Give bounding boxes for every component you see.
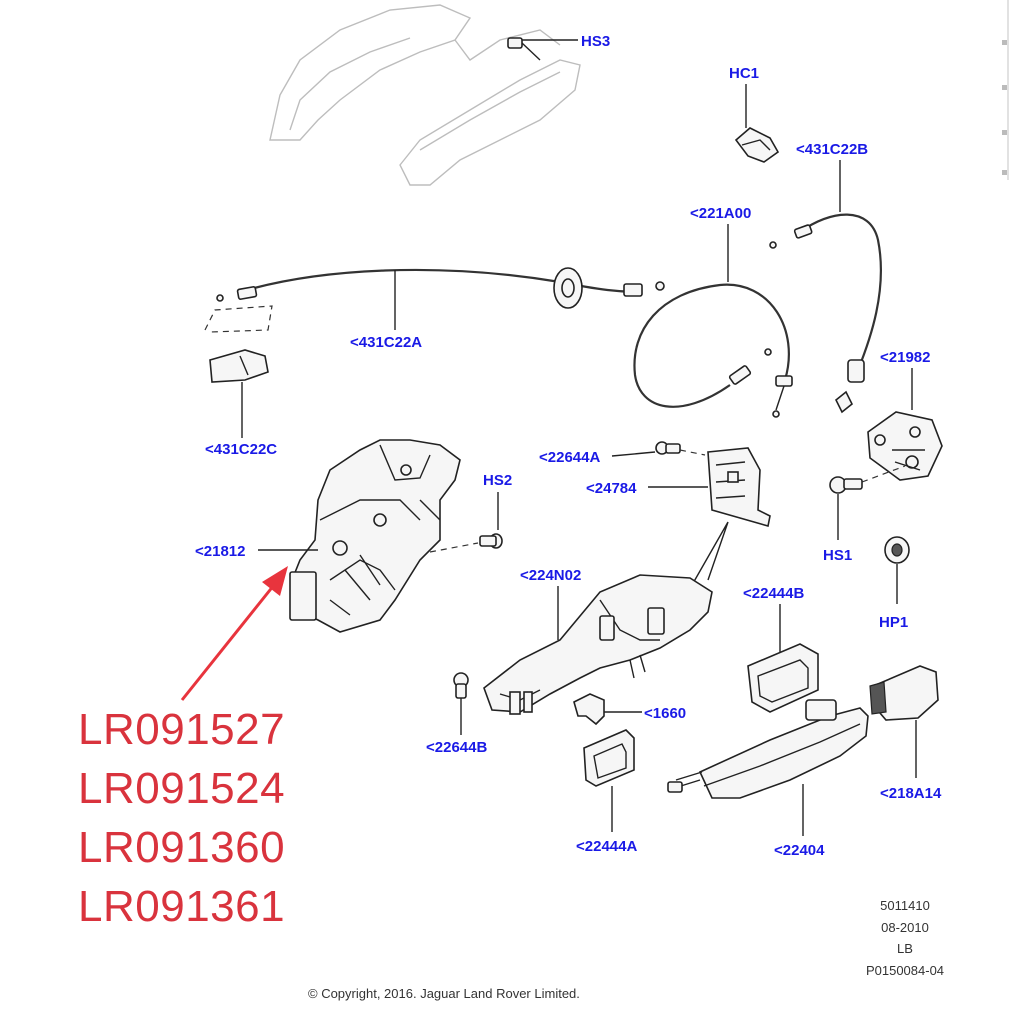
callout-22644a: <22644A — [539, 449, 600, 466]
callout-22644b: <22644B — [426, 739, 487, 756]
part-number-1: LR091527 — [78, 705, 286, 754]
page-edge-marks — [1002, 40, 1007, 175]
grommet-431c22a — [553, 267, 583, 309]
callout-1660: <1660 — [644, 705, 686, 722]
gasket-22444a — [583, 729, 635, 787]
cable-431c22a — [239, 268, 641, 294]
callout-21982: <21982 — [880, 349, 930, 366]
callout-hp1: HP1 — [879, 614, 908, 631]
bolt-hs1 — [829, 476, 863, 494]
callout-24784: <24784 — [586, 480, 637, 497]
leader-24784-to-bracket — [691, 521, 729, 586]
ghost-door-outline — [269, 4, 581, 186]
callout-224n02: <224N02 — [520, 567, 581, 584]
cable-end-431c22b-bottom — [834, 359, 865, 414]
callout-22404: <22404 — [774, 842, 825, 859]
clip-hc1 — [734, 127, 780, 163]
cover-218a14 — [869, 665, 939, 721]
dash-431c22c — [204, 305, 273, 333]
cable-end-431c22a-left — [216, 286, 258, 302]
outer-handle-22404 — [667, 699, 869, 799]
callout-hc1: HC1 — [729, 65, 759, 82]
leader-22644a — [611, 451, 656, 457]
callout-hs1: HS1 — [823, 547, 852, 564]
cable-221a00 — [633, 283, 790, 408]
callout-21812: <21812 — [195, 543, 245, 560]
clip-1660 — [573, 693, 605, 726]
part-number-2: LR091524 — [78, 764, 286, 813]
dash-hs2 — [429, 542, 479, 553]
callout-431c22a: <431C22A — [350, 334, 422, 351]
cable-end-431c22b-top — [769, 224, 813, 249]
dash-22644a — [679, 449, 706, 456]
part-number-4: LR091361 — [78, 882, 286, 931]
callout-431c22b: <431C22B — [796, 141, 868, 158]
handle-carrier-224n02 — [483, 574, 713, 715]
meta-ref: P0150084-04 — [865, 963, 945, 978]
meta-code: 5011410 — [880, 898, 930, 913]
plug-hp1 — [884, 536, 910, 564]
callout-221a00: <221A00 — [690, 205, 751, 222]
bolt-22644a — [655, 441, 681, 455]
dash-hs1 — [861, 465, 906, 483]
callout-hs2: HS2 — [483, 472, 512, 489]
bracket-24784 — [707, 447, 771, 528]
red-arrow — [180, 566, 288, 701]
cable-431c22b — [799, 213, 882, 371]
callout-22444b: <22444B — [743, 585, 804, 602]
cable-end-221a00 — [728, 348, 793, 418]
cable-end-431c22a-right — [623, 281, 665, 297]
screw-hs2 — [479, 533, 503, 549]
copyright-text: © Copyright, 2016. Jaguar Land Rover Lim… — [308, 986, 580, 1001]
meta-date: 08-2010 — [881, 920, 929, 935]
callout-431c22c: <431C22C — [205, 441, 277, 458]
callout-218a14: <218A14 — [880, 785, 942, 802]
callout-22444a: <22444A — [576, 838, 637, 855]
door-latch-21812 — [289, 439, 461, 633]
meta-lb: LB — [897, 941, 913, 956]
callout-hs3: HS3 — [581, 33, 610, 50]
gasket-22444b — [747, 643, 819, 713]
bolt-22644b — [453, 672, 469, 699]
clip-431c22c — [209, 349, 269, 383]
striker-21982 — [867, 411, 943, 481]
screw-hs3 — [507, 37, 541, 61]
part-number-3: LR091360 — [78, 823, 286, 872]
